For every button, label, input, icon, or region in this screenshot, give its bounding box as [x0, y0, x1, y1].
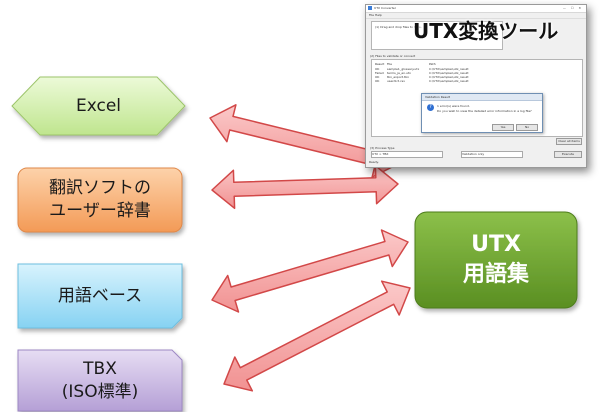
row-file: tbx_export.tbx [387, 75, 409, 79]
utx-line2: 用語集 [462, 262, 529, 287]
translation-dict-line2: ユーザー辞書 [49, 201, 151, 221]
drop-area-label: (1) Drag and drop files to here. [375, 25, 422, 29]
clear-all-button[interactable]: Clear all items [556, 138, 582, 145]
row-path: C:\UTX\samples\utx_result [429, 75, 469, 79]
window-title: UTX Converter [374, 6, 396, 10]
drop-area: (1) Drag and drop files to here. [371, 21, 503, 50]
termbase-shape [17, 263, 183, 329]
row-path: C:\UTX\samples\utx_result [429, 79, 469, 83]
translation-dict-line1: 翻訳ソフトの [49, 178, 151, 198]
validation-select[interactable]: Validation only [461, 151, 523, 158]
translation-dict-label: 翻訳ソフトの ユーザー辞書 [18, 168, 182, 232]
dialog-yes-button[interactable]: Yes [492, 124, 514, 131]
row-file: sample1_glossary.utx [387, 67, 420, 71]
window-controls: — ☐ ✕ [562, 6, 583, 10]
status-bar: Ready. [369, 160, 379, 164]
utx-glossary-label: UTX 用語集 [415, 212, 577, 308]
tbx-line2: (ISO標準) [61, 381, 139, 402]
window-titlebar: UTX Converter — ☐ ✕ [366, 5, 586, 13]
col-result: Result [375, 62, 385, 66]
utx-line1: UTX [471, 232, 521, 257]
translation-dict-shape [17, 167, 183, 233]
arrow-dict-tool [211, 164, 399, 210]
utx-glossary-shape [414, 211, 578, 309]
file-row: OK sample1_glossary.utx C:\UTX\samples\utx… [375, 67, 469, 71]
col-path: Path [429, 62, 436, 66]
dialog-title: Validation Result [425, 95, 451, 99]
termbase-label: 用語ベース [57, 285, 143, 306]
arrow-tbx-utx [223, 280, 411, 392]
menu-bar: File Help [366, 13, 586, 19]
tbx-label: TBX (ISO標準) [18, 350, 182, 411]
process-type-label: (3) Process Type [370, 146, 395, 150]
dialog-message: 1 error(s) were found. [437, 104, 470, 108]
excel-shape [11, 76, 186, 136]
dialog-no-button[interactable]: No [516, 124, 538, 131]
row-result: OK [375, 67, 380, 71]
tool-title: UTX変換ツール [413, 19, 559, 43]
col-file: File [387, 62, 393, 66]
app-icon [368, 6, 372, 10]
row-path: C:\UTX\samples\utx_result [429, 67, 469, 71]
question-icon: ? [427, 104, 434, 111]
tbx-shape [17, 349, 183, 412]
message-dialog: Validation Result ? 1 error(s) were foun… [421, 93, 543, 133]
execute-button[interactable]: Execute [554, 151, 582, 158]
process-type-select[interactable]: UTX > TBX [371, 151, 443, 158]
dialog-question: Do you wish to view the detailed error i… [437, 109, 532, 113]
utx-converter-screenshot: UTX Converter — ☐ ✕ File Help (1) Drag a… [365, 4, 587, 168]
row-file: userdict.csv [387, 79, 405, 83]
tbx-line1: TBX [83, 358, 117, 379]
file-list-label: (2) Files to validate or convert [370, 54, 416, 58]
arrow-group [209, 104, 411, 392]
file-row: OK userdict.csv C:\UTX\samples\utx_result [375, 79, 469, 83]
row-file: terms_ja_en.utx [387, 71, 411, 75]
arrow-termbase-utx [211, 229, 409, 313]
row-path: C:\UTX\samples\utx_result [429, 71, 469, 75]
row-result: OK [375, 75, 380, 79]
row-result: OK [375, 79, 380, 83]
dialog-titlebar: Validation Result [422, 94, 542, 101]
file-row: OK tbx_export.tbx C:\UTX\samples\utx_resul… [375, 75, 469, 79]
row-result: Failed [375, 71, 384, 75]
excel-label: Excel [75, 95, 122, 116]
